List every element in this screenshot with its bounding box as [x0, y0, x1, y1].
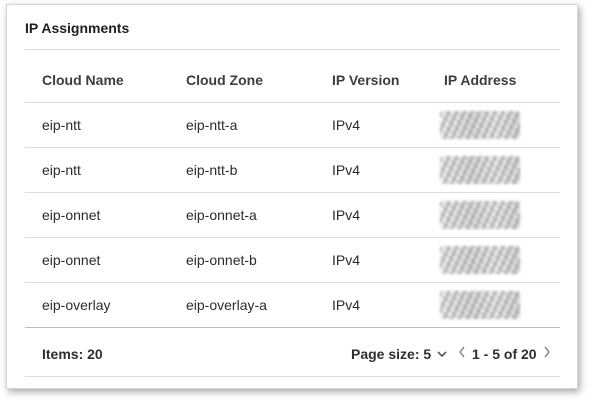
cloud-name-cell: eip-overlay — [42, 297, 111, 313]
cloud-name-cell: eip-onnet — [42, 252, 101, 268]
chevron-left-icon[interactable] — [458, 332, 466, 376]
pagination: 1 - 5 of 20 — [458, 332, 551, 376]
ip-version-cell: IPv4 — [332, 297, 361, 313]
column-header-ip-version[interactable]: IP Version — [332, 72, 400, 88]
redacted-ip-address — [440, 201, 520, 229]
table-row: eip-ntt eip-ntt-a IPv4 — [25, 103, 560, 148]
ip-assignments-panel: IP Assignments Cloud Name Cloud Zone IP … — [6, 4, 578, 389]
table-row: eip-onnet eip-onnet-a IPv4 — [25, 193, 560, 238]
ip-version-cell: IPv4 — [332, 207, 361, 223]
redacted-ip-address — [440, 246, 520, 274]
ip-version-cell: IPv4 — [332, 117, 361, 133]
cloud-zone-cell: eip-ntt-a — [186, 117, 238, 133]
panel-title: IP Assignments — [25, 20, 130, 36]
cloud-name-cell: eip-ntt — [42, 117, 81, 133]
redacted-ip-address — [440, 111, 520, 139]
redacted-ip-address — [440, 156, 520, 184]
ip-version-cell: IPv4 — [332, 162, 361, 178]
redacted-ip-address — [440, 291, 520, 319]
cloud-zone-cell: eip-onnet-b — [186, 252, 257, 268]
chevron-right-icon[interactable] — [543, 332, 551, 376]
items-count: Items: 20 — [42, 346, 103, 362]
cloud-zone-cell: eip-onnet-a — [186, 207, 257, 223]
column-header-cloud-name[interactable]: Cloud Name — [42, 72, 124, 88]
column-header-ip-address[interactable]: IP Address — [444, 72, 517, 88]
page-size-dropdown[interactable]: Page size: 5 — [351, 332, 447, 376]
table-footer: Items: 20 Page size: 5 1 - 5 of 20 — [25, 332, 560, 377]
table-row: eip-overlay eip-overlay-a IPv4 — [25, 283, 560, 328]
cloud-name-cell: eip-onnet — [42, 207, 101, 223]
cloud-zone-cell: eip-overlay-a — [186, 297, 267, 313]
page-size-label: Page size: 5 — [351, 346, 432, 362]
chevron-down-icon — [437, 332, 447, 376]
cloud-zone-cell: eip-ntt-b — [186, 162, 238, 178]
cloud-name-cell: eip-ntt — [42, 162, 81, 178]
table-row: eip-onnet eip-onnet-b IPv4 — [25, 238, 560, 283]
column-header-cloud-zone[interactable]: Cloud Zone — [186, 72, 263, 88]
ip-version-cell: IPv4 — [332, 252, 361, 268]
table-row: eip-ntt eip-ntt-b IPv4 — [25, 148, 560, 193]
ip-assignments-table: Cloud Name Cloud Zone IP Version IP Addr… — [25, 57, 560, 328]
page-range: 1 - 5 of 20 — [472, 346, 537, 362]
table-header-row: Cloud Name Cloud Zone IP Version IP Addr… — [25, 57, 560, 103]
title-divider — [25, 49, 560, 50]
